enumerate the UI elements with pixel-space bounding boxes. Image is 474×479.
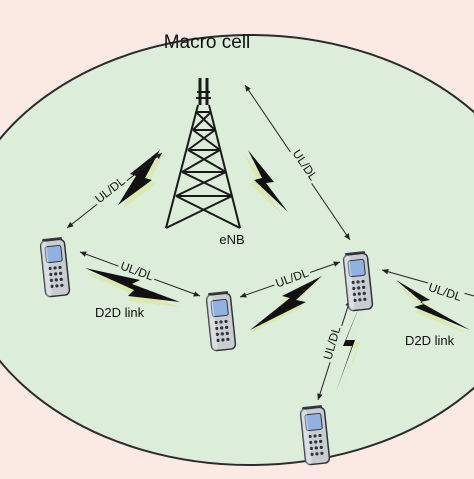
macro-cell-area bbox=[0, 34, 474, 466]
phone-icon bbox=[39, 236, 71, 298]
macro-cell-title: Macro cell bbox=[164, 32, 251, 53]
enb-label: eNB bbox=[219, 232, 244, 247]
d2d-link-label: D2D link bbox=[405, 333, 455, 348]
tower-icon bbox=[165, 78, 241, 229]
d2d-link-label: D2D link bbox=[95, 305, 145, 320]
lightning-icon bbox=[396, 280, 470, 335]
phone-icon bbox=[299, 404, 331, 466]
phone-icon bbox=[205, 290, 237, 352]
phone-icon bbox=[342, 250, 374, 312]
